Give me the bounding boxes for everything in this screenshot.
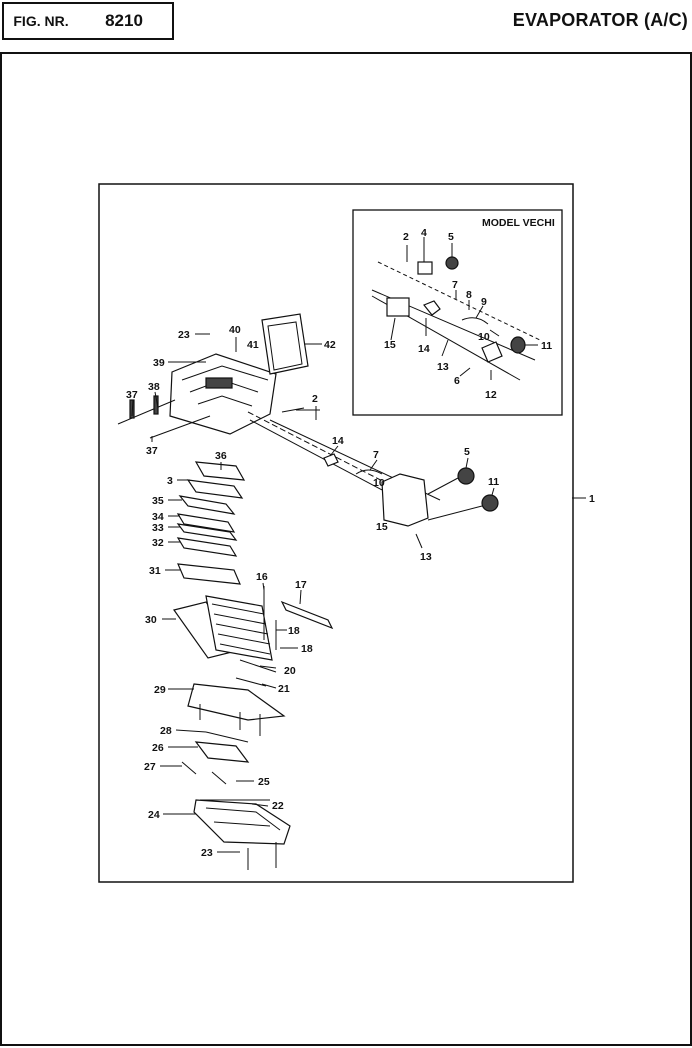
plate-36: [194, 461, 246, 481]
callout-22: 22: [272, 800, 284, 812]
inset-title: MODEL VECHI: [482, 217, 555, 229]
diagram-border: [98, 183, 574, 883]
lower-housing-29: [187, 683, 286, 721]
callout-29: 29: [154, 684, 166, 696]
callout-1: 1: [589, 493, 595, 505]
page-frame: [0, 52, 692, 1046]
case-opening: [205, 377, 233, 389]
callout-15: 15: [376, 521, 388, 533]
inset-callout-7: 7: [452, 279, 458, 291]
callout-27: 27: [144, 761, 156, 773]
callout-3: 3: [167, 475, 173, 487]
callout-23: 23: [178, 329, 190, 341]
part-35: [178, 495, 236, 515]
rod-10: [355, 469, 383, 475]
inset-callout-12: 12: [485, 389, 497, 401]
inset-callout-8: 8: [466, 289, 472, 301]
part-33: [176, 523, 238, 541]
callout-16: 16: [256, 571, 268, 583]
part-31: [177, 563, 241, 585]
callout-38: 38: [148, 381, 160, 393]
callout-26: 26: [152, 742, 164, 754]
part-28: [205, 731, 249, 743]
callout-14: 14: [332, 435, 344, 447]
actuator-11: [481, 494, 499, 512]
lever-14: [323, 453, 339, 467]
callout-31: 31: [149, 565, 161, 577]
callout-23-lower: 23: [201, 847, 213, 859]
part-3: [186, 479, 244, 499]
main-drawing: [117, 313, 586, 870]
callout-7: 7: [373, 449, 379, 461]
callout-28: 28: [160, 725, 172, 737]
part-34: [176, 513, 236, 533]
inset-rod-10: [461, 317, 489, 325]
callout-2: 2: [312, 393, 318, 405]
inset-callout-2: 2: [403, 231, 409, 243]
callout-24: 24: [148, 809, 160, 821]
callout-34: 34: [152, 511, 164, 523]
fig-number: 8210: [76, 2, 174, 40]
callout-20: 20: [284, 665, 296, 677]
callout-18-upper: 18: [288, 625, 300, 637]
callout-18-lower: 18: [301, 643, 313, 655]
inset-callout-13: 13: [437, 361, 449, 373]
control-housing-15: [381, 473, 429, 527]
callout-35: 35: [152, 495, 164, 507]
callout-33: 33: [152, 522, 164, 534]
callout-11: 11: [488, 476, 499, 488]
callout-17: 17: [295, 579, 307, 591]
inset-housing-15: [386, 297, 410, 317]
inset-callout-10: 10: [478, 331, 490, 343]
callout-5: 5: [464, 446, 470, 458]
inset-bracket-4: [417, 261, 433, 275]
callout-37-upper: 37: [126, 389, 138, 401]
duct-frame-42: [261, 313, 309, 375]
callout-10: 10: [373, 477, 385, 489]
inset-callout-4: 4: [421, 227, 427, 239]
inset-actuator-11: [510, 336, 526, 354]
callout-37-lower: 37: [146, 445, 158, 457]
callout-36: 36: [215, 450, 227, 462]
inset-actuator-5: [445, 256, 459, 270]
inset-callout-15: 15: [384, 339, 396, 351]
fig-label: FIG. NR.: [2, 2, 80, 40]
inset-callout-6: 6: [454, 375, 460, 387]
callout-40: 40: [229, 324, 241, 336]
inset-box: [352, 209, 563, 416]
callout-30: 30: [145, 614, 157, 626]
callout-21: 21: [278, 683, 290, 695]
inset-callout-9: 9: [481, 296, 487, 308]
page-title: EVAPORATOR (A/C): [512, 10, 688, 30]
inset-callout-5: 5: [448, 231, 454, 243]
inset-callout-14: 14: [418, 343, 430, 355]
inset-callout-11: 11: [541, 340, 552, 352]
inset-drawing: [371, 237, 541, 381]
callout-13: 13: [420, 551, 432, 563]
callout-32: 32: [152, 537, 164, 549]
part-17: [280, 600, 334, 630]
inset-actuator-12: [481, 341, 503, 363]
actuator-5: [457, 467, 475, 485]
part-32: [176, 537, 238, 557]
callout-42: 42: [324, 339, 336, 351]
callout-25: 25: [258, 776, 270, 788]
inset-lever-14: [423, 300, 441, 316]
callout-39: 39: [153, 357, 165, 369]
callout-41: 41: [247, 339, 259, 351]
part-26: [194, 741, 250, 763]
